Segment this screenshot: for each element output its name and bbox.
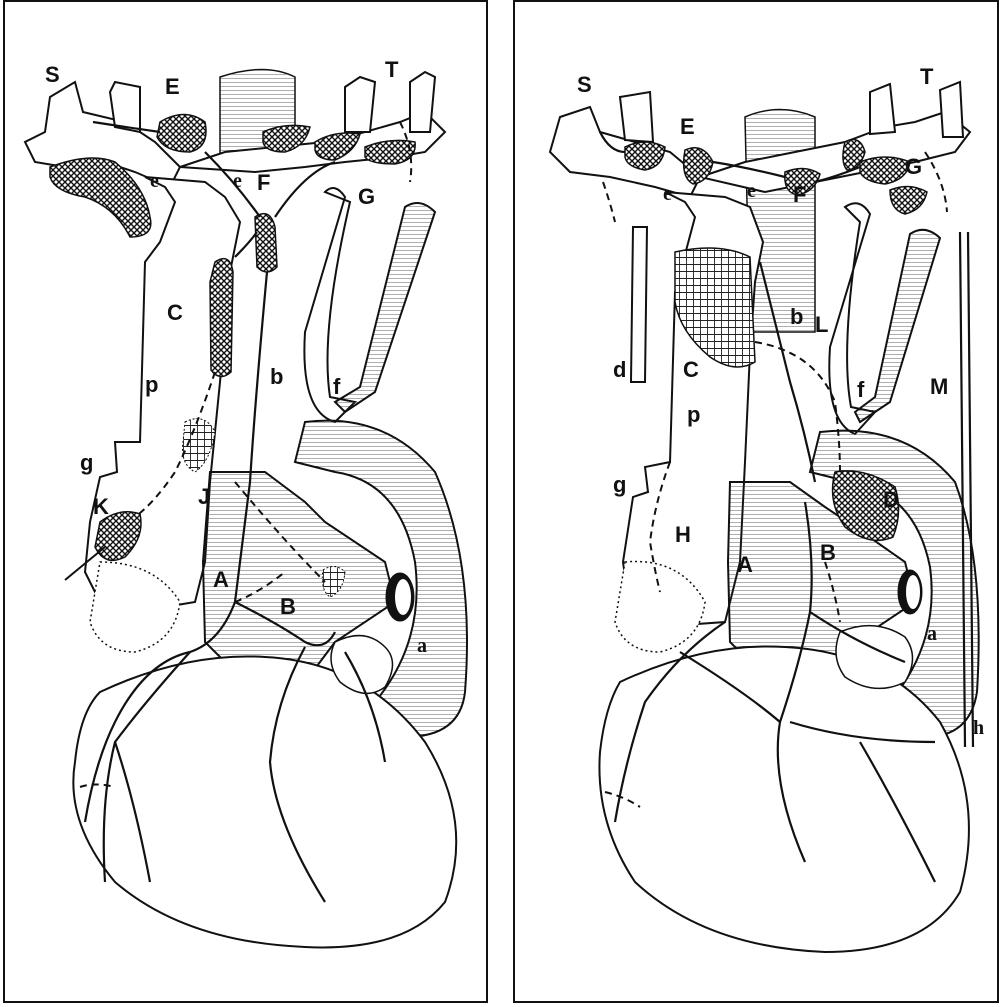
right-label-E: E: [680, 114, 695, 139]
right-label-L: L: [815, 312, 828, 337]
right-label-f: f: [857, 377, 865, 402]
left-label-E: E: [165, 74, 180, 99]
right-diagram-panel: S E T e e F G C d p b L f M g H D A B a …: [513, 0, 999, 1003]
right-label-e2: e: [747, 180, 756, 202]
left-label-f: f: [333, 374, 341, 399]
right-label-b: b: [790, 304, 803, 329]
left-label-e1: e: [150, 170, 159, 192]
right-label-D: D: [883, 487, 899, 512]
right-jugular-vein-right: [620, 92, 653, 142]
left-node-G2: [365, 140, 415, 164]
left-brachiocephalic-artery: [304, 188, 355, 422]
left-carotid-artery: [335, 203, 435, 412]
right-label-B: B: [820, 540, 836, 565]
right-node-G1: [860, 157, 910, 184]
right-label-e1: e: [663, 183, 672, 205]
left-label-F: F: [257, 170, 270, 195]
left-label-b: b: [270, 364, 283, 389]
right-carotid-artery: [855, 230, 940, 422]
left-jugular-vein-left: [345, 77, 375, 132]
right-label-T: T: [920, 64, 934, 89]
right-label-d: d: [613, 357, 626, 382]
left-label-T: T: [385, 57, 399, 82]
right-label-g: g: [613, 472, 626, 497]
left-label-A: A: [213, 567, 229, 592]
right-heart-lymphatics-drawing: S E T e e F G C d p b L f M g H D A B a …: [515, 2, 1001, 1005]
left-label-B: B: [280, 594, 296, 619]
left-label-e2: e: [233, 170, 242, 192]
right-label-S: S: [577, 72, 592, 97]
right-label-p: p: [687, 402, 700, 427]
right-tube-d: [631, 227, 647, 382]
right-subclavian-vein-left: [700, 112, 970, 192]
left-label-p: p: [145, 372, 158, 397]
left-label-a: a: [417, 635, 427, 657]
left-vein-tip-right: [410, 72, 435, 132]
right-label-M: M: [930, 374, 948, 399]
right-vein-tip-right: [940, 82, 963, 137]
right-label-h: h: [973, 717, 984, 739]
left-heart-lymphatics-drawing: S E T e e F G C p b f g J K A B a: [5, 2, 490, 1005]
left-label-J: J: [198, 484, 210, 509]
left-diagram-panel: S E T e e F G C p b f g J K A B a: [3, 0, 488, 1003]
right-jugular-vein-left: [870, 84, 895, 134]
left-node-E: [157, 115, 206, 153]
left-label-G: G: [358, 184, 375, 209]
right-label-a: a: [927, 623, 937, 645]
left-label-K: K: [93, 494, 109, 519]
right-label-G: G: [905, 154, 922, 179]
right-brachiocephalic-artery: [829, 203, 875, 434]
right-label-H: H: [675, 522, 691, 547]
right-label-F: F: [793, 182, 806, 207]
left-label-S: S: [45, 62, 60, 87]
left-label-g: g: [80, 450, 93, 475]
left-node-F: [255, 214, 277, 272]
right-label-A: A: [737, 552, 753, 577]
left-node-C: [210, 259, 233, 377]
right-node-G2: [890, 186, 927, 214]
left-label-C: C: [167, 300, 183, 325]
right-label-C: C: [683, 357, 699, 382]
